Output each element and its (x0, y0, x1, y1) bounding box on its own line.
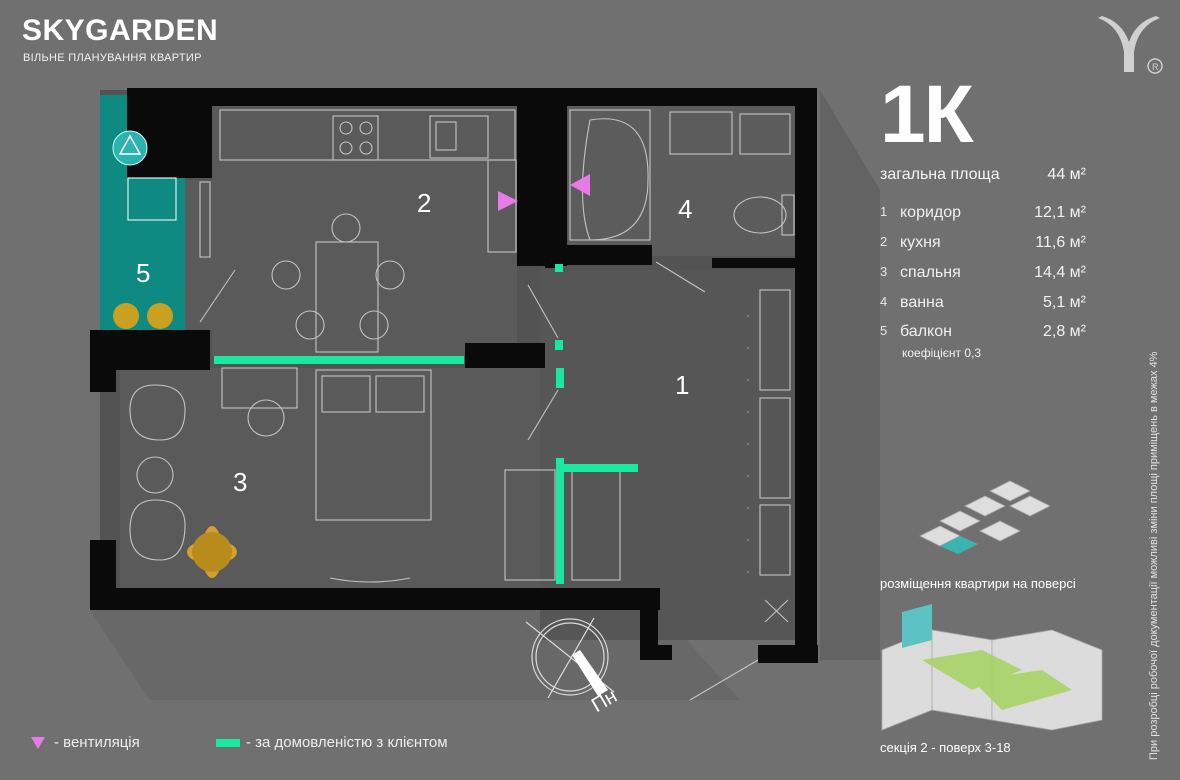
room-row: 1 коридор 12,1 м² (880, 204, 1086, 222)
floor-location-map (919, 480, 1051, 554)
total-area-value: 44 м² (1047, 166, 1086, 183)
room-row-name: коридор (900, 204, 962, 221)
room-row-name: балкон (900, 323, 952, 340)
room-row-num: 1 (880, 204, 888, 219)
green-line-icon (216, 738, 240, 747)
room-row-num: 4 (880, 294, 888, 309)
location-caption: розміщення квартири на поверсі (880, 576, 1076, 591)
room-row-num: 2 (880, 234, 888, 249)
room-row: 2 кухня 11,6 м² (880, 234, 1086, 252)
section-caption: секція 2 - поверх 3-18 (880, 740, 1011, 755)
room-row-area: 11,6 м² (1035, 234, 1086, 251)
room-row-num: 3 (880, 264, 888, 279)
coefficient: коефіцієнт 0,3 (902, 346, 982, 360)
room-row-name: ванна (900, 294, 944, 311)
room-row-area: 5,1 м² (1042, 294, 1086, 311)
optional-walls (214, 264, 638, 584)
room-row-num: 5 (880, 323, 888, 338)
room-row-area: 14,4 м² (1034, 264, 1086, 281)
walls (90, 88, 818, 663)
disclaimer-note: При розробці робочої документації можлив… (1148, 351, 1160, 760)
room-number-4: 4 (678, 194, 693, 224)
svg-text:R: R (1152, 62, 1159, 72)
room-row: 3 спальня 14,4 м² (880, 264, 1086, 282)
room-number-5: 5 (136, 258, 151, 288)
room-row-name: кухня (900, 234, 941, 251)
room-number-1: 1 (675, 370, 690, 400)
room-row: 5 балкон 2,8 м² (880, 323, 1086, 341)
room-number-3: 3 (233, 467, 248, 497)
apartment-type: 1К (880, 69, 974, 160)
brand-title: SKYGARDEN (22, 14, 219, 47)
room-row-name: спальня (900, 264, 961, 281)
legend-by-agreement-label: - за домовленістю з клієнтом (246, 734, 448, 751)
total-area-label: загальна площа (880, 166, 1000, 183)
total-area-row: загальна площа 44 м² (880, 166, 1086, 184)
room-row: 4 ванна 5,1 м² (880, 294, 1086, 312)
legend-ventilation: - вентиляція (30, 734, 140, 751)
legend-by-agreement: - за домовленістю з клієнтом (216, 734, 448, 751)
room-number-2: 2 (417, 188, 432, 218)
room-row-area: 2,8 м² (1042, 323, 1086, 340)
ventilation-triangle-icon (31, 736, 45, 749)
legend-ventilation-label: - вентиляція (54, 734, 140, 751)
brand-logo: R (1098, 16, 1163, 74)
room-row-area: 12,1 м² (1034, 204, 1086, 221)
section-3d-map (881, 604, 1103, 731)
brand-subtitle: ВІЛЬНЕ ПЛАНУВАННЯ КВАРТИР (23, 52, 202, 64)
